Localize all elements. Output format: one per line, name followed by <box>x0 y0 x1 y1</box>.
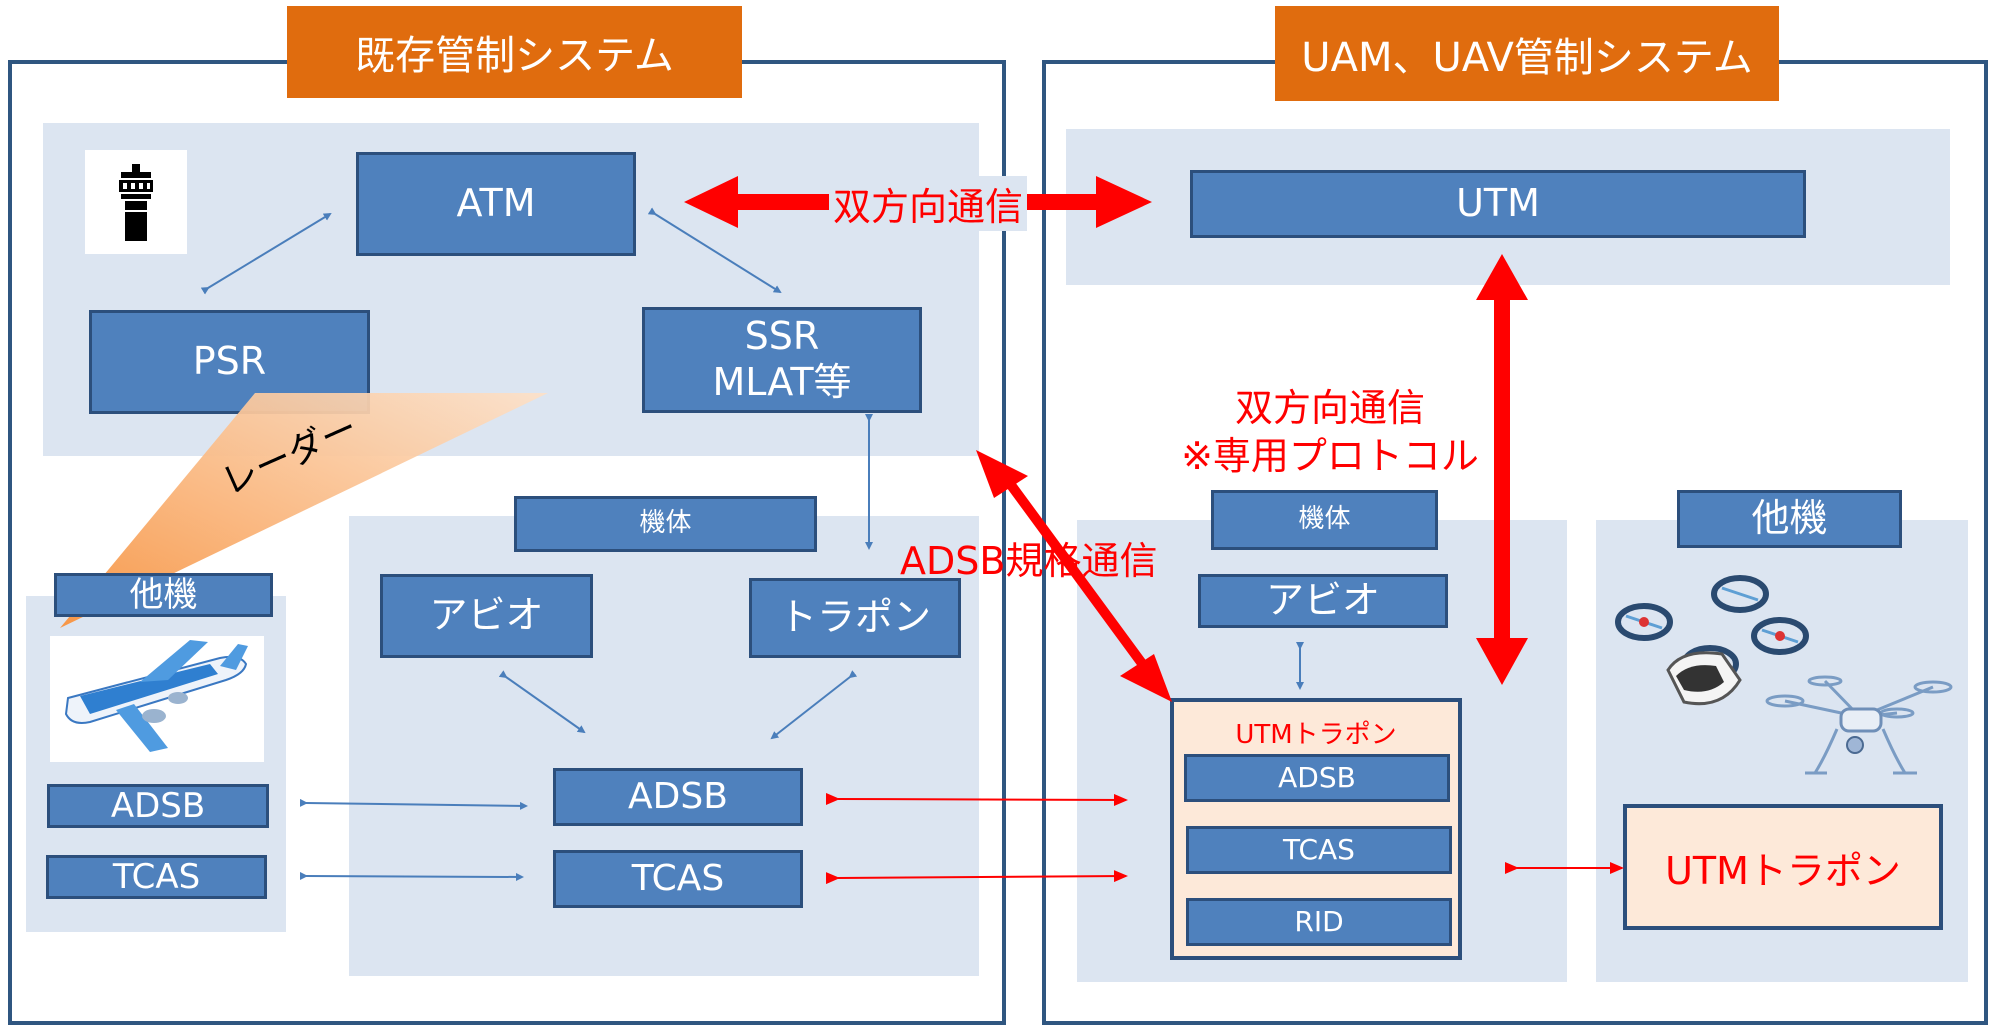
left-adsb-box: ADSB <box>553 768 803 826</box>
airplane-icon <box>50 636 264 762</box>
drone-icon <box>1765 665 1955 780</box>
right-airframe-box: 機体 <box>1211 490 1438 550</box>
left-other-aircraft-title: 他機 <box>54 573 273 617</box>
left-other-adsb-box: ADSB <box>47 784 269 828</box>
left-other-tcas-box: TCAS <box>46 855 267 899</box>
utm-rid-box: RID <box>1186 898 1452 946</box>
atm-box: ATM <box>356 152 636 256</box>
right-other-utm-transponder: UTMトラポン <box>1623 804 1943 930</box>
left-transponder-box: トラポン <box>749 578 961 658</box>
existing-atc-header: 既存管制システム <box>287 6 742 98</box>
left-avionics-box: アビオ <box>380 574 593 658</box>
bidirectional-right-line1: 双方向通信 <box>1234 386 1425 430</box>
left-airframe-box: 機体 <box>514 496 817 552</box>
bidirectional-protocol-label: 双方向通信 ※専用プロトコル <box>1180 385 1480 480</box>
evtol-icon <box>1612 572 1832 722</box>
right-other-aircraft-title: 他機 <box>1677 490 1902 548</box>
ssr-mlat-box: SSR MLAT等 <box>642 307 922 413</box>
right-avionics-box: アビオ <box>1198 574 1448 628</box>
adsb-standard-label: ADSB規格通信 <box>900 539 1158 583</box>
ssr-label: SSR <box>744 314 820 359</box>
control-tower-icon <box>85 150 187 254</box>
utm-transponder-title: UTMトラポン <box>1235 720 1397 750</box>
utm-tcas-box: TCAS <box>1186 826 1452 874</box>
right-other-utm-transponder-label: UTMトラポン <box>1665 848 1901 893</box>
bidirectional-right-line2: ※専用プロトコル <box>1181 433 1479 478</box>
uam-uav-header: UAM、UAV管制システム <box>1275 6 1779 101</box>
psr-box: PSR <box>89 310 370 414</box>
utm-adsb-box: ADSB <box>1184 754 1450 802</box>
left-tcas-box: TCAS <box>553 850 803 908</box>
utm-box: UTM <box>1190 170 1806 238</box>
mlat-label: MLAT等 <box>712 360 852 404</box>
bidirectional-top-label: 双方向通信 <box>829 176 1028 231</box>
